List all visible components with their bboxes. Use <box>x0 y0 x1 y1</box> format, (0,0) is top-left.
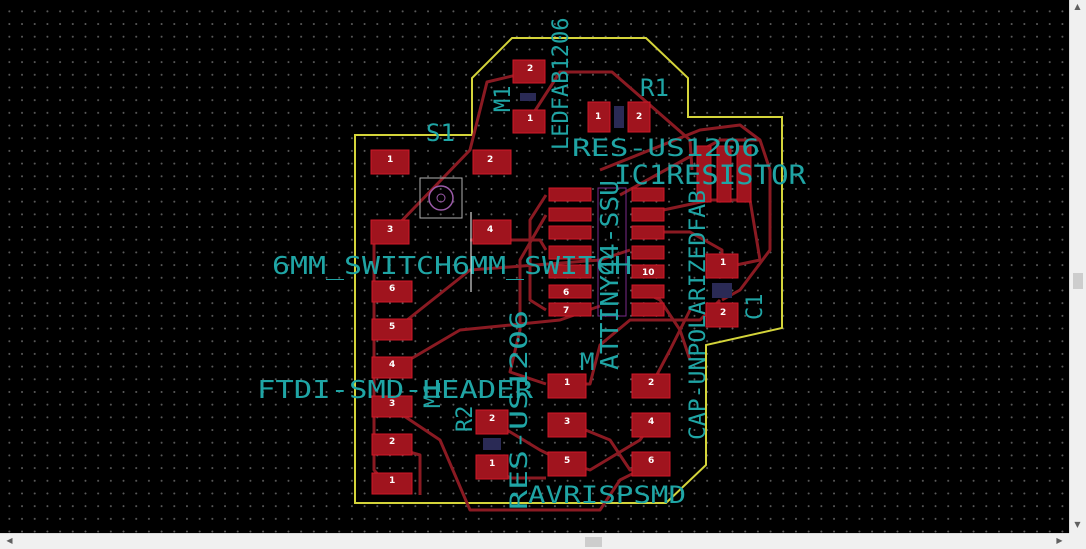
c1-pad-2[interactable] <box>705 302 739 328</box>
isp-pad-5[interactable] <box>547 451 587 477</box>
ftdi-value: FTDI-SMD-HEADER <box>257 375 534 404</box>
pad-label: 1 <box>387 155 393 165</box>
pad-label: 4 <box>389 360 395 370</box>
vertical-scroll-thumb[interactable] <box>1073 273 1083 289</box>
isp-pad-1[interactable] <box>547 373 587 399</box>
c1-reference: C1 <box>743 294 768 321</box>
vertical-scrollbar[interactable]: ▲ ▼ <box>1069 0 1086 533</box>
scroll-up-icon[interactable]: ▲ <box>1074 2 1081 11</box>
ic1-reference: IC1RESISTOR <box>614 160 807 191</box>
res-pad-b[interactable] <box>716 145 732 203</box>
c1-value: CAP-UNPOLARIZEDFAB <box>686 190 711 440</box>
ftdi-pad-3[interactable] <box>371 395 413 418</box>
r1-pad-1[interactable] <box>587 101 611 133</box>
pad-label: 2 <box>527 64 533 74</box>
pad-label: 1 <box>595 112 601 122</box>
pad-label: 6 <box>389 284 395 294</box>
res-pad-a[interactable] <box>696 145 712 203</box>
pad-label: 5 <box>564 456 570 466</box>
ic1-body <box>597 187 627 317</box>
m-reference: M <box>580 348 594 376</box>
s1-pad-4[interactable] <box>472 219 512 245</box>
r1-reference: R1 <box>640 74 669 102</box>
pad-label: 2 <box>489 414 495 424</box>
isp-pad-3[interactable] <box>547 412 587 438</box>
avr-value: AVRISPSMD <box>528 481 686 509</box>
pad-label: 1 <box>720 258 726 268</box>
res-value: RES-US1206 <box>572 134 760 162</box>
res2-value: RES-US1206 <box>505 310 533 510</box>
s1-pad-1[interactable] <box>370 149 410 175</box>
ftdi-pad-6[interactable] <box>371 280 413 303</box>
pad-label: 3 <box>389 399 395 409</box>
scroll-down-icon[interactable]: ▼ <box>1074 520 1081 529</box>
pad-label: 10 <box>642 268 655 278</box>
m1-pad-1[interactable] <box>512 109 546 134</box>
r2-pad-2[interactable] <box>475 409 509 435</box>
ftdi-pad-2[interactable] <box>371 433 413 456</box>
ftdi-pad-5[interactable] <box>371 318 413 341</box>
ftdi-pad-4[interactable] <box>371 356 413 379</box>
board-outline <box>354 37 783 504</box>
pad-label: 3 <box>564 417 570 427</box>
pad-label: 4 <box>648 417 654 427</box>
led-value: LEDFAB1206 <box>549 18 574 150</box>
pad-label: 2 <box>487 155 493 165</box>
s1-reference: S1 <box>426 119 455 147</box>
pad-label: 1 <box>527 114 533 124</box>
pad-label: 6 <box>648 456 654 466</box>
m1-pad-2[interactable] <box>512 59 546 84</box>
ftdi-pad-1[interactable] <box>371 472 413 495</box>
c1-pad-1[interactable] <box>705 253 739 279</box>
pad-label: 4 <box>487 225 493 235</box>
pcb-canvas[interactable]: 2 1 1 2 1 2 3 4 6 7 10 1 2 <box>0 0 1069 533</box>
switch-actuator <box>428 185 454 211</box>
isp-pad-6[interactable] <box>631 451 671 477</box>
r1-body <box>614 106 624 128</box>
pad-label: 2 <box>389 437 395 447</box>
pad-label: 1 <box>389 476 395 486</box>
switch-center <box>436 193 446 203</box>
horizontal-scroll-thumb[interactable] <box>585 537 602 547</box>
m2-reference: M1 <box>421 382 446 409</box>
scroll-left-icon[interactable]: ◀ <box>6 536 13 545</box>
pcb-layout[interactable]: 2 1 1 2 1 2 3 4 6 7 10 1 2 <box>0 0 1069 533</box>
pad-label: 5 <box>389 322 395 332</box>
c1-body <box>712 283 732 298</box>
pad-label: 1 <box>489 459 495 469</box>
s1-pad-3[interactable] <box>370 219 410 245</box>
pad-label: 2 <box>720 308 726 318</box>
horizontal-scrollbar[interactable]: ◀ ▶ <box>0 533 1069 549</box>
isp-pad-2[interactable] <box>631 373 671 399</box>
pad-label: 7 <box>563 306 569 316</box>
switch-value: 6MM_SWITCH6MM_SWITCH <box>272 251 632 280</box>
res-pad-c[interactable] <box>736 145 752 203</box>
switch-body <box>419 177 463 219</box>
s1-pad-2[interactable] <box>472 149 512 175</box>
pad-label: 2 <box>636 112 642 122</box>
attiny-value: ATTINY44-SSU <box>595 180 624 370</box>
r2-body <box>483 438 501 450</box>
scrollbar-corner <box>1069 533 1086 549</box>
isp-pad-4[interactable] <box>631 412 671 438</box>
r1-pad-2[interactable] <box>627 101 651 133</box>
r2-reference: R2 <box>453 406 478 433</box>
scroll-right-icon[interactable]: ▶ <box>1056 536 1063 545</box>
ic1-left-pads[interactable] <box>548 187 592 317</box>
pad-label: 1 <box>564 378 570 388</box>
pad-label: 6 <box>563 288 569 298</box>
pad-label: 2 <box>648 378 654 388</box>
led-body <box>520 93 536 101</box>
m1-reference: M1 <box>491 86 516 113</box>
ic1-right-pads[interactable] <box>631 187 665 317</box>
r2-pad-1[interactable] <box>475 454 509 480</box>
pad-label: 3 <box>387 225 393 235</box>
